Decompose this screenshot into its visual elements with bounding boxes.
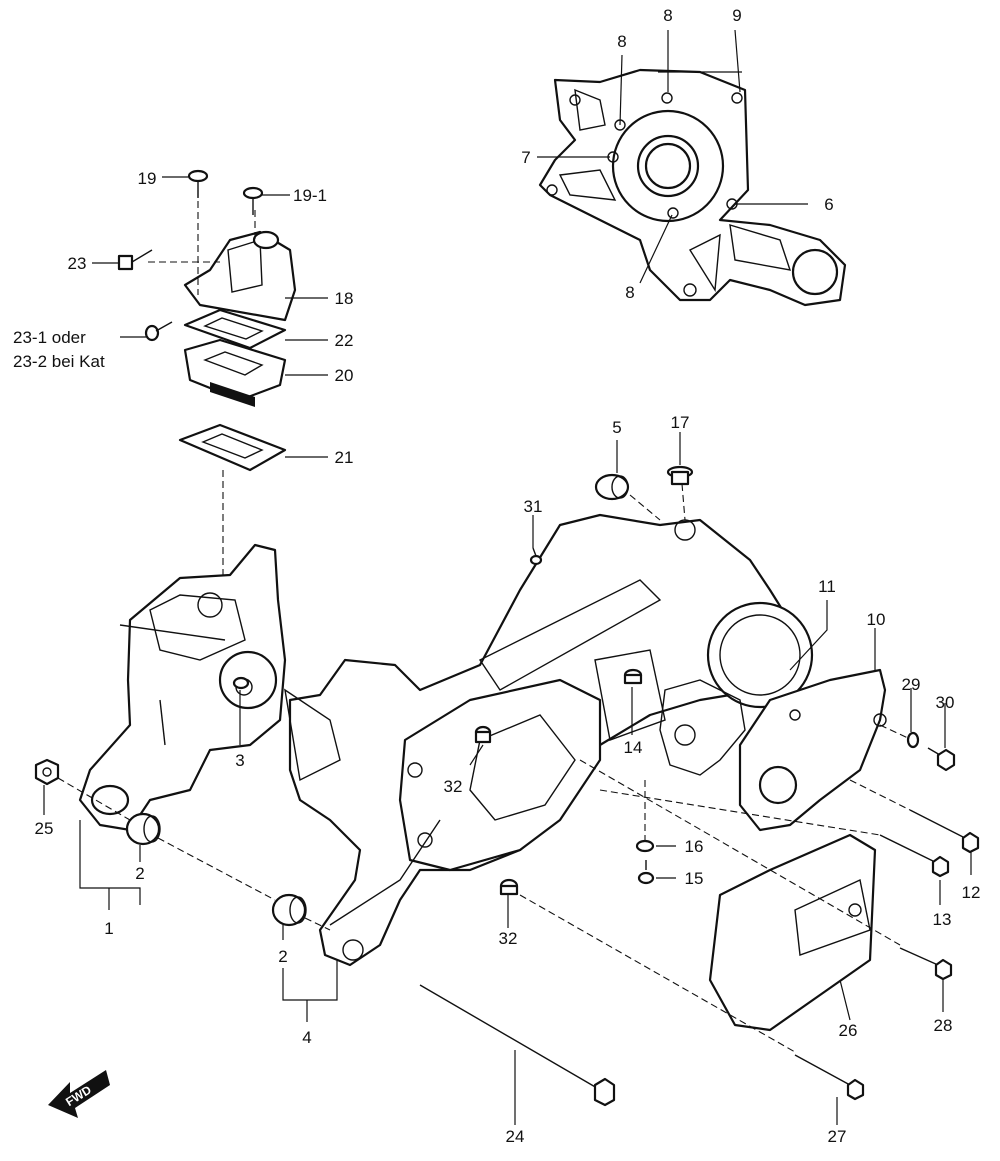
- callout-8: 8: [663, 6, 672, 25]
- callout-24: 24: [506, 1127, 525, 1146]
- callout-17: 17: [671, 413, 690, 432]
- bolt-30: [927, 747, 956, 772]
- callout-10: 10: [867, 610, 886, 629]
- alignment-lines: [57, 483, 911, 1053]
- callout-2: 2: [135, 864, 144, 883]
- callout-28: 28: [934, 1016, 953, 1035]
- callout-22: 22: [335, 331, 354, 350]
- callout-1: 1: [104, 919, 113, 938]
- bolt-23: [117, 249, 153, 271]
- callout-13: 13: [933, 910, 952, 929]
- callout-6: 6: [824, 195, 833, 214]
- crankcase-right-half: [284, 513, 814, 967]
- callout-2: 2: [278, 947, 287, 966]
- crankcase-inner-view: [538, 68, 847, 307]
- callout-30: 30: [936, 693, 955, 712]
- callout-19-1: 19-1: [293, 186, 327, 205]
- callout-4: 4: [302, 1028, 311, 1047]
- callout-25: 25: [35, 819, 54, 838]
- callout-8: 8: [625, 283, 634, 302]
- washer-16: [635, 839, 655, 853]
- callout-8: 8: [617, 32, 626, 51]
- callout-20: 20: [335, 366, 354, 385]
- callout-21: 21: [335, 448, 354, 467]
- reed-valve-block: [183, 338, 287, 407]
- screw-31: [529, 547, 543, 566]
- dowel-32-upper: [474, 725, 492, 744]
- screw-19: [187, 169, 209, 198]
- callout-19: 19: [138, 169, 157, 188]
- callout-32: 32: [499, 929, 518, 948]
- callout-26: 26: [839, 1021, 858, 1040]
- bearing-2-upper: [125, 812, 161, 846]
- screw-23-1: [144, 321, 173, 342]
- callout-15: 15: [685, 869, 704, 888]
- callout-23: 23: [68, 254, 87, 273]
- bolt-27: [794, 1054, 865, 1101]
- gasket-22: [183, 308, 287, 350]
- callout-31: 31: [524, 497, 543, 516]
- dowel-32-lower: [499, 878, 519, 896]
- bolt-12: [909, 809, 980, 854]
- callout-18: 18: [335, 289, 354, 308]
- cover-10: [738, 668, 887, 832]
- gasket-11: [659, 679, 746, 776]
- callout-labels: 8 9 8 7 6 8 19 19-1 23 18 23-1 oder 23-2…: [13, 6, 980, 1146]
- intake-manifold: [183, 230, 297, 322]
- callout-14: 14: [624, 738, 643, 757]
- screw-19-1: [242, 186, 264, 215]
- washer-29: [906, 731, 920, 749]
- crankcase-left-half: [78, 543, 287, 832]
- callout-5: 5: [612, 418, 621, 437]
- callout-23-1: 23-1 oder: [13, 328, 86, 347]
- gasket-21: [178, 423, 287, 472]
- callout-23-2: 23-2 bei Kat: [13, 352, 105, 371]
- plug-17: [666, 465, 694, 486]
- leader-lines: [43, 29, 972, 1125]
- screw-15: [637, 860, 655, 885]
- callout-27: 27: [828, 1127, 847, 1146]
- callout-3: 3: [235, 751, 244, 770]
- callout-16: 16: [685, 837, 704, 856]
- bolt-24: [419, 984, 616, 1107]
- nut-25: [34, 758, 60, 786]
- callout-9: 9: [732, 6, 741, 25]
- bolt-28: [899, 947, 953, 981]
- callout-12: 12: [962, 883, 981, 902]
- dowel-14: [623, 668, 643, 685]
- callout-32: 32: [444, 777, 463, 796]
- seal-5: [594, 473, 630, 501]
- cover-26: [708, 833, 877, 1032]
- callout-29: 29: [902, 675, 921, 694]
- callout-11: 11: [818, 577, 836, 596]
- fwd-arrow-icon: FWD: [48, 1070, 110, 1118]
- dowel-3: [232, 676, 250, 690]
- callout-7: 7: [521, 148, 530, 167]
- bolt-13: [879, 834, 950, 878]
- bearing-2-lower: [271, 893, 307, 927]
